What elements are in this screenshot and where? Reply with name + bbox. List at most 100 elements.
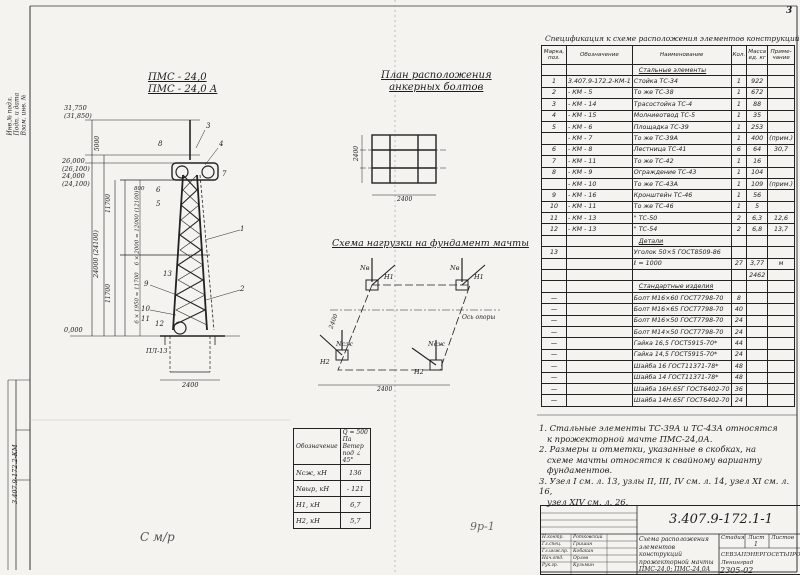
spec-cell: 1	[730, 177, 748, 191]
spec-cell: —	[541, 360, 567, 373]
spec-cell: - КМ - 7	[565, 132, 633, 145]
drawing-name: Схема расположения элементов конструкций…	[639, 536, 714, 573]
spec-cell: - КМ - 11	[565, 155, 633, 168]
spec-cell: 88	[746, 98, 769, 111]
spec-cell: 1	[730, 189, 748, 202]
spec-cell: 16	[746, 155, 769, 168]
level-b-mark: 24,000 (24,100)	[62, 172, 90, 188]
level-b2: (24,100)	[62, 180, 90, 188]
zero-mark: 0,000	[64, 326, 83, 334]
load-header-right: Q = 500 Па Ветер под ∠ 45°	[339, 428, 372, 465]
spec-header-qty: Кол.	[730, 45, 748, 65]
spec-cell	[767, 189, 795, 202]
dim-24000: 24000 (24100)	[91, 230, 100, 278]
spec-cell	[541, 280, 567, 293]
spec-cell	[767, 394, 795, 407]
margin-stamp-line-2: Подп. и дата	[13, 92, 21, 136]
spec-cell: —	[541, 394, 567, 407]
spec-cell: 1	[730, 109, 748, 122]
spec-cell: То же ТС-43А	[631, 177, 732, 191]
spec-cell: 672	[746, 86, 769, 100]
spec-cell: 8	[730, 291, 748, 305]
spec-cell: Болт М16×50 ГОСТ7798-70	[631, 314, 732, 328]
margin-stamp-line-1: Инв.№ подл.	[6, 96, 14, 136]
table-row: H2, кН 5,7	[293, 512, 372, 529]
spec-cell	[746, 337, 769, 350]
spec-cell: 24	[730, 314, 748, 328]
callout-12: 12	[155, 320, 164, 328]
bolt-plan-drawing	[360, 134, 448, 196]
spec-cell: —	[541, 382, 567, 396]
spec-cell	[565, 314, 633, 328]
specification-table: Марка, поз. Обозначение Наименование Кол…	[541, 45, 795, 407]
spec-cell: Ограждение ТС-43	[631, 166, 732, 179]
spec-cell	[565, 394, 633, 407]
spec-cell: м	[767, 257, 795, 271]
spec-cell: 104	[746, 166, 769, 179]
callout-8: 8	[158, 140, 163, 148]
load-axis-label: Ось опоры	[462, 314, 496, 321]
spec-cell: - КМ - 13	[565, 223, 633, 236]
spec-cell: - КМ - 10	[565, 177, 633, 191]
spec-cell	[565, 257, 633, 271]
load-label-nv-1: Nв	[360, 264, 370, 272]
spec-cell	[565, 325, 633, 339]
person-3: Кобакан	[573, 549, 594, 554]
spec-cell	[767, 314, 795, 328]
load-cell-name: Nсж, кН	[293, 464, 341, 481]
load-label-nv-2: Nв	[450, 264, 460, 272]
spec-cell	[541, 269, 567, 282]
callout-11: 11	[141, 315, 150, 323]
spec-cell	[541, 257, 567, 271]
table-row: —Шайба 16 ГОСТ11371-78*48	[541, 360, 795, 373]
spec-cell: 9	[541, 189, 567, 202]
spec-cell: 40	[730, 303, 748, 316]
spec-cell: 253	[746, 120, 769, 134]
level-a: 26,000	[62, 157, 85, 165]
dim-800: 800	[134, 186, 145, 192]
spec-cell: 10	[541, 200, 567, 214]
spec-cell: 12,6	[767, 212, 795, 225]
spec-cell: 6,8	[746, 223, 769, 236]
spec-cell: 1	[730, 120, 748, 134]
spec-cell: Уголок 50×5 ГОСТ8509-86	[631, 246, 732, 259]
spec-cell: 1	[730, 155, 748, 168]
spec-cell: Кронштейн ТС-46	[631, 189, 732, 202]
spec-cell: —	[541, 348, 567, 362]
spec-cell: 44	[730, 337, 748, 350]
spec-cell	[730, 234, 748, 248]
spec-cell: 1	[730, 200, 748, 214]
spec-cell	[565, 269, 633, 282]
spec-cell: " ТС-54	[631, 223, 732, 236]
spec-cell: Шайба 14 ГОСТ11371-78*	[631, 371, 732, 384]
dim-11700: 11700	[105, 193, 113, 214]
spec-cell	[541, 132, 567, 145]
spec-cell	[565, 63, 633, 77]
spec-header-designation: Обозначение	[565, 45, 633, 65]
spec-cell	[767, 246, 795, 259]
callout-4: 4	[219, 140, 224, 148]
unit-mark: ПЛ-13	[146, 347, 168, 355]
spec-cell	[767, 291, 795, 305]
spec-cell: Площадка ТС-39	[631, 120, 732, 134]
spec-cell: 11	[541, 212, 567, 225]
spec-cell: —	[541, 371, 567, 384]
spec-cell	[565, 280, 633, 293]
load-label-h2-1: H2	[320, 358, 330, 366]
table-row: —Гайка 16,5 ГОСТ5915-70*44	[541, 337, 795, 350]
spec-cell: - КМ - 13	[565, 212, 633, 225]
person-2: Гришин	[573, 542, 593, 547]
mast-title-line-1: ПМС - 24,0	[148, 72, 207, 83]
spec-cell: 36	[730, 382, 748, 396]
table-row: 2462	[541, 269, 795, 282]
spec-cell	[730, 63, 748, 77]
note-line: 2. Размеры и отметки, указанные в скобка…	[539, 444, 757, 454]
load-label-h1-2: H1	[474, 273, 484, 281]
person-1: Ротковский	[573, 535, 603, 540]
spec-cell	[767, 325, 795, 339]
